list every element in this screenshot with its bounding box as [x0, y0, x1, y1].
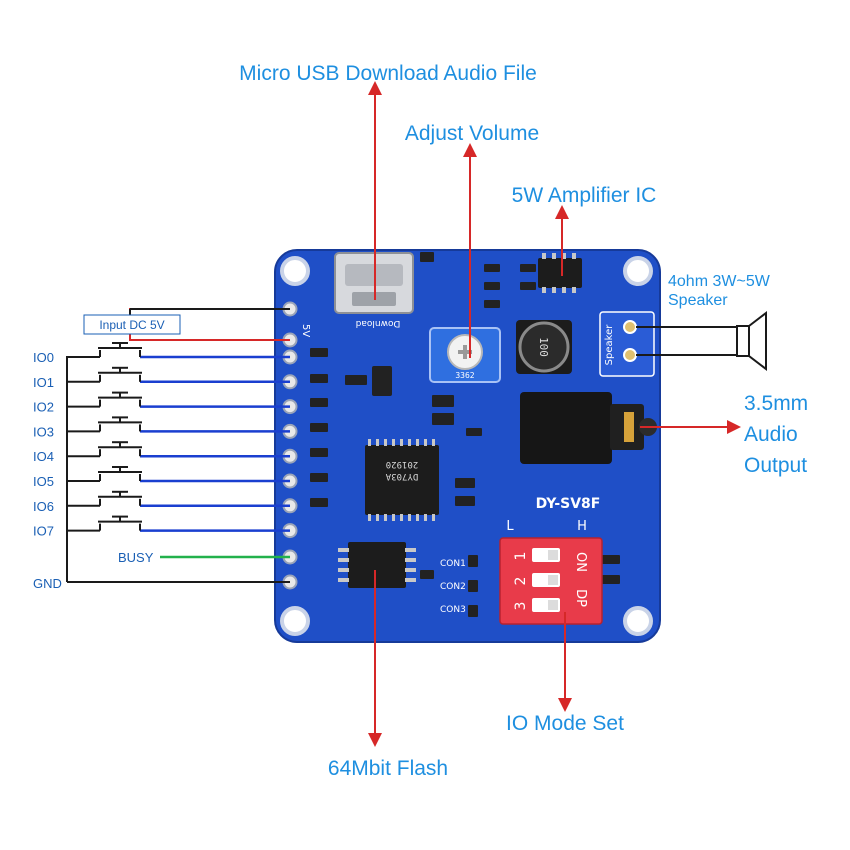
audio-callout-line2: Audio [744, 423, 798, 446]
gnd-pin-label: GND [33, 576, 62, 591]
dip-number-3: 3 [513, 602, 529, 611]
io-pin-label: IO0 [33, 350, 54, 365]
speaker-terminal: Speaker [599, 311, 655, 377]
flash-callout: 64Mbit Flash [328, 757, 448, 780]
speaker-wiring [636, 326, 737, 356]
mounting-hole-icon [280, 256, 653, 636]
push-button-icon [98, 490, 142, 506]
dip-low-label: L [506, 519, 514, 534]
io-pin-label: IO2 [33, 400, 54, 415]
con1-label: CON1 [440, 559, 466, 569]
push-button-icon [98, 466, 142, 481]
io-mode-callout: IO Mode Set [506, 712, 624, 735]
vcc-silk-text: 5V [300, 324, 311, 337]
dip-dp-label: DP [573, 589, 588, 607]
busy-pin-label: BUSY [118, 550, 154, 565]
pot-code-text: 3362 [455, 371, 474, 380]
decoder-chip: DY703A 201920 [365, 439, 439, 521]
input-dc-box: Input DC 5V [83, 314, 181, 335]
callout-arrows [368, 81, 741, 747]
audio-jack [520, 392, 657, 464]
speaker-callout-line2: Speaker [668, 292, 728, 309]
push-button-icon [98, 515, 142, 531]
io-pin-label: IO6 [33, 499, 54, 514]
push-button-icon [98, 441, 142, 457]
download-silk-text: Download [356, 318, 401, 328]
flash-chip [338, 542, 416, 588]
push-button-icon [98, 391, 142, 407]
usb-callout: Micro USB Download Audio File [239, 62, 537, 85]
dip-number-2: 2 [513, 577, 529, 586]
push-button-icon [98, 416, 142, 432]
volume-potentiometer: 3362 [429, 327, 501, 383]
smd-components [310, 252, 620, 617]
board-model-label: DY-SV8F [536, 496, 601, 512]
amplifier-chip [538, 253, 582, 293]
con3-label: CON3 [440, 605, 466, 615]
speaker-callout-line1: 4ohm 3W~5W [668, 273, 771, 290]
audio-callout-line3: Output [744, 454, 807, 477]
push-button-icon [98, 366, 142, 382]
amplifier-callout: 5W Amplifier IC [512, 184, 657, 207]
input-dc-label: Input DC 5V [99, 318, 164, 332]
speaker-icon [736, 310, 767, 372]
io-wires [67, 342, 290, 532]
cap-value-text: 100 [537, 337, 550, 357]
speaker-silk-text: Speaker [604, 324, 615, 366]
dip-on-label: ON [573, 552, 588, 572]
audio-callout-line1: 3.5mm [744, 392, 808, 415]
push-button-icon [98, 342, 142, 357]
capacitor: 100 [516, 320, 572, 374]
io-pin-label: IO4 [33, 449, 54, 464]
io-pin-label: IO1 [33, 375, 54, 390]
con2-label: CON2 [440, 582, 466, 592]
dip-number-1: 1 [513, 552, 529, 561]
io-pin-label: IO3 [33, 424, 54, 439]
chip-main-line1: DY703A [385, 471, 418, 481]
dip-high-label: H [577, 519, 587, 534]
chip-main-line2: 201920 [386, 459, 419, 469]
dip-switch: 1 2 3 ON DP [499, 537, 603, 625]
io-pin-label: IO5 [33, 474, 54, 489]
power-wires [66, 308, 290, 583]
volume-callout: Adjust Volume [405, 122, 539, 145]
io-pin-label: IO7 [33, 524, 54, 539]
